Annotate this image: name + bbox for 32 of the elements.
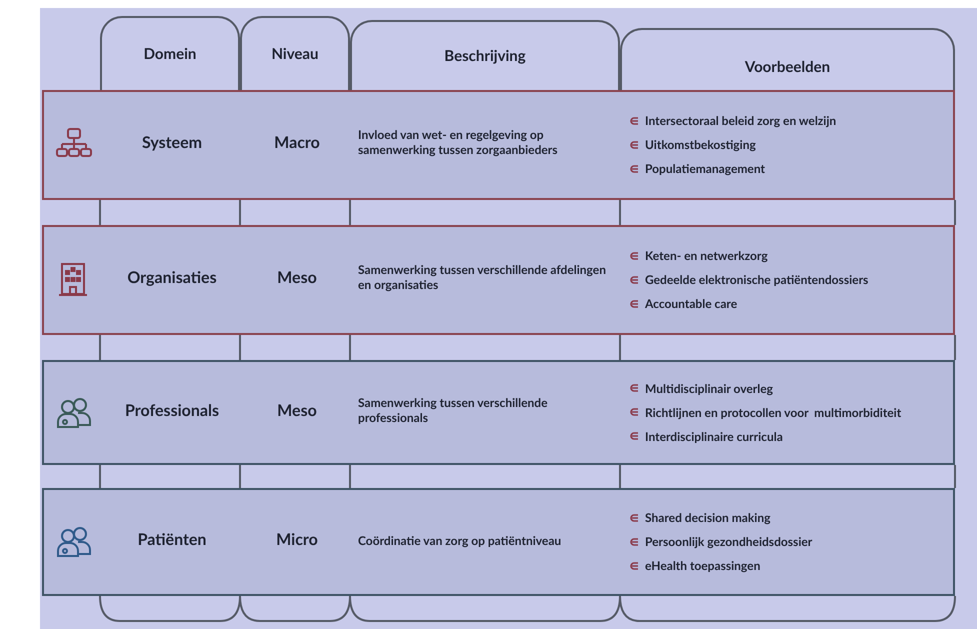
domain-label: Organisaties	[126, 268, 218, 288]
description-text: Invloed van wet- en regelgeving op samenwerking tussen zorgaanbieders	[358, 127, 559, 157]
table-row-band	[42, 360, 955, 465]
level-label: Micro	[275, 530, 319, 550]
example-item: Uitkomstbekostiging	[645, 137, 756, 152]
example-item: Persoonlijk gezondheidsdossier	[645, 534, 812, 549]
column-header: Niveau	[240, 16, 350, 90]
table-row-band	[42, 90, 955, 200]
level-label: Macro	[273, 133, 321, 153]
example-item: Populatiemanagement	[645, 161, 765, 176]
table-row-band	[42, 225, 955, 335]
column-header: Voorbeelden	[620, 28, 955, 90]
example-item: Shared decision making	[645, 510, 770, 525]
domain-label: Patiënten	[136, 530, 208, 550]
level-label: Meso	[276, 268, 318, 288]
description-text: Samenwerking tussen verschillende afdelingen en organisaties	[358, 262, 607, 292]
table-row-band	[42, 488, 955, 596]
column-header: Beschrijving	[350, 20, 620, 90]
description-text: Coördinatie van zorg op patiëntniveau	[358, 533, 562, 548]
domain-label: Systeem	[140, 133, 204, 153]
example-item: Gedeelde elektronische patiëntendossiers	[645, 272, 868, 287]
level-label: Meso	[276, 400, 318, 420]
column-header: Domein	[100, 16, 240, 90]
example-item: eHealth toepassingen	[645, 558, 760, 573]
example-item: Keten- en netwerkzorg	[645, 248, 768, 263]
example-item: Richtlijnen en protocollen voor multimorbiditeit	[645, 404, 902, 420]
example-item: Multidisciplinair overleg	[645, 380, 774, 396]
example-item: Interdisciplinaire curricula	[645, 428, 783, 444]
example-item: Intersectoraal beleid zorg en welzijn	[645, 113, 836, 128]
domain-label: Professionals	[124, 400, 220, 420]
description-text: Samenwerking tussen verschillende professionals	[358, 394, 548, 424]
example-item: Accountable care	[645, 296, 738, 311]
